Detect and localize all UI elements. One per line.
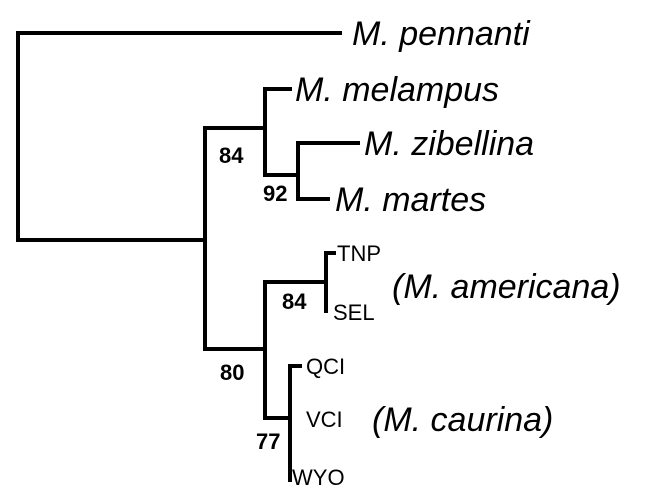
taxon-label-zibellina: M. zibellina <box>364 125 534 163</box>
new-world-clade <box>203 251 336 482</box>
support-value-americana: 84 <box>282 289 307 314</box>
sample-label-qci: QCI <box>306 354 345 379</box>
sample-label-wyo: WYO <box>292 465 345 490</box>
support-value-old-world: 84 <box>219 143 244 168</box>
group-label-caurina: (M. caurina) <box>372 401 553 439</box>
support-value-zib-martes: 92 <box>263 181 287 206</box>
support-value-new-world: 80 <box>220 360 244 385</box>
old-world-clade <box>203 87 360 201</box>
sample-label-tnp: TNP <box>337 241 381 266</box>
root-branches <box>16 31 342 351</box>
group-label-americana: (M. americana) <box>392 268 621 306</box>
support-value-caurina: 77 <box>256 429 280 454</box>
sample-label-vci: VCI <box>306 407 343 432</box>
taxon-label-melampus: M. melampus <box>295 71 499 109</box>
taxon-label-martes: M. martes <box>335 181 486 219</box>
sample-label-sel: SEL <box>333 300 375 325</box>
taxon-label-pennanti: M. pennanti <box>352 15 531 53</box>
